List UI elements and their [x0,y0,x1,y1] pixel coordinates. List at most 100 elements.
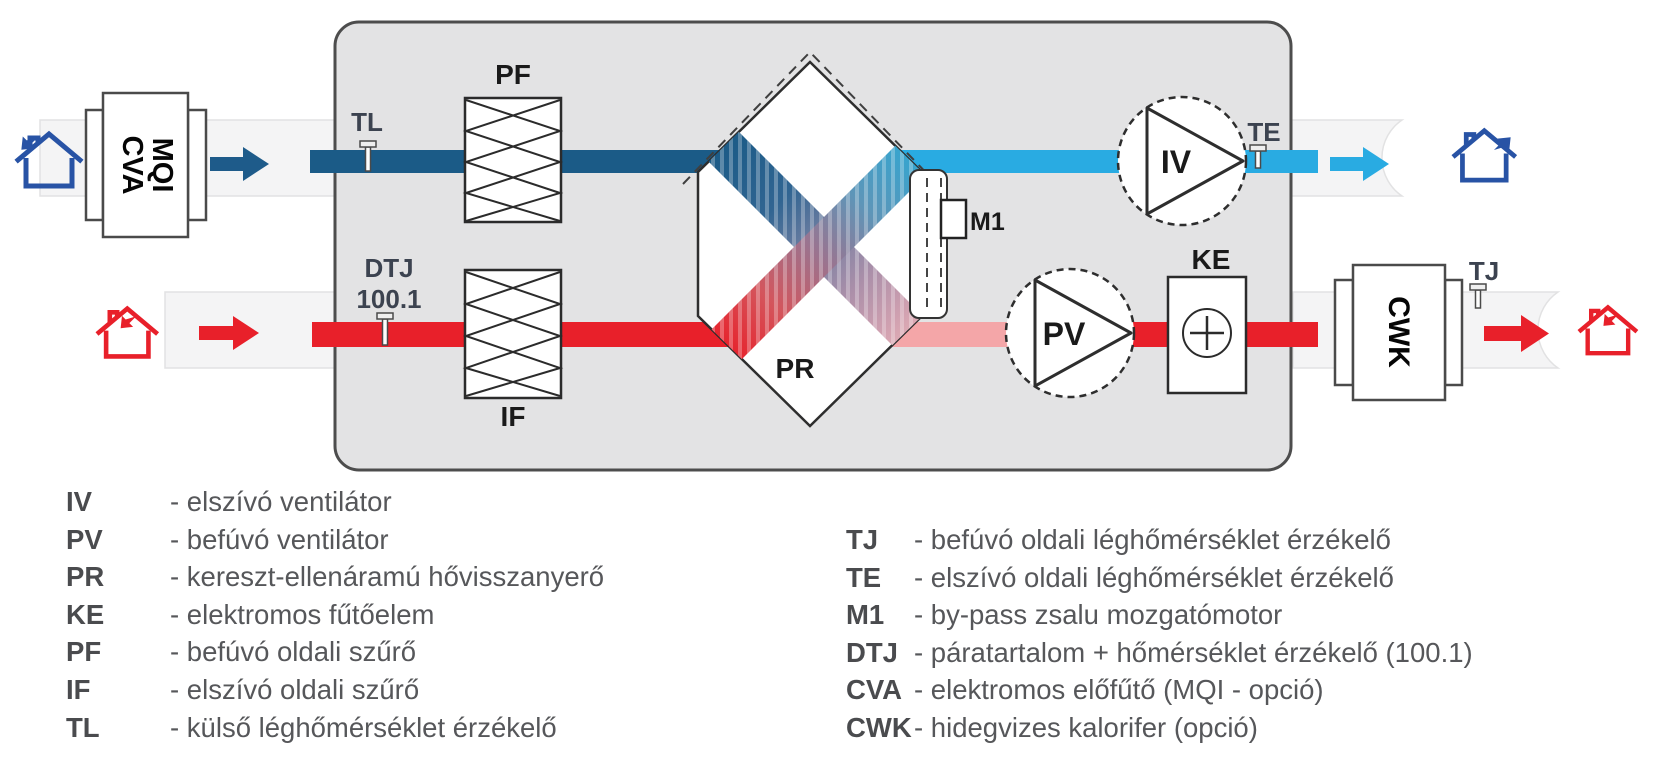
exhaust-temp-sensor-te: TE [1247,117,1281,169]
sensor-stem [1474,289,1482,309]
filter-zigzag [462,99,564,222]
label-m1: M1 [970,208,1005,236]
supply-fan-pv: PV [1004,267,1136,399]
legend-left-column: IV - elszívó ventilátor PV - befúvó ventil… [66,483,604,746]
legend-key: M1 [846,599,885,631]
exhaust-air-arrow [1330,147,1389,181]
legend-row: KE - elektromos fűtőelem [66,596,604,634]
legend-key: PR [66,561,105,593]
legend-key: PF [66,636,102,668]
legend-key: CVA [846,674,903,706]
humidity-temp-sensor-dtj: DTJ 100.1 [356,253,422,346]
legend-row: PF - befúvó oldali szűrő [66,633,604,671]
legend-row: TL - külső léghőmérséklet érzékelő [66,709,604,747]
legend-row: IV - elszívó ventilátor [66,483,604,521]
fresh-air-arrow [210,147,269,181]
legend-row: CWK- hidegvizes kalorifer (opció) [846,709,1473,747]
legend-row: IF - elszívó oldali szűrő [66,671,604,709]
legend-row: DTJ - páratartalom + hőmérséklet érzékelő… [846,634,1473,672]
label-if: IF [501,401,526,432]
label-mqi: MQI [146,138,178,193]
flow-arrows [199,147,1549,352]
sensor-cap [359,140,377,148]
legend-key: IV [66,486,92,517]
exhaust-fan-iv: IV [1116,95,1248,227]
legend-row: TJ - befúvó oldali léghőmérséklet érzékel… [846,521,1473,559]
indoor-extract-house [99,309,156,357]
electric-heater-ke: KE [1166,244,1248,395]
legend-desc: - elszívó ventilátor [170,486,392,517]
filter-zigzag [462,99,564,222]
label-tl: TL [351,107,383,137]
sensor-stem [381,318,389,346]
outdoor-exhaust-house [1455,131,1517,180]
legend-key: TJ [846,524,879,555]
legend-row: PV - befúvó ventilátor [66,521,604,559]
flange [84,108,105,222]
legend-key: KE [66,598,105,630]
label-dtj-number: 100.1 [356,284,421,314]
heat-exchanger: M1 PR [682,50,1005,428]
supply-filter-pf: PF [462,59,564,224]
flange [1333,278,1355,387]
legend-row: CVA - elektromos előfűtő (MQI - opció) [846,671,1473,709]
label-pf: PF [495,59,531,90]
sensor-cap [376,312,394,320]
exhaust-air-duct [888,150,1318,173]
sensor-cap [1469,283,1487,291]
sensor-stem [1254,150,1262,169]
exchanger-flows [707,130,922,364]
bypass-channel [909,169,948,319]
label-iv: IV [1161,144,1192,180]
sensor-cap [1249,144,1267,152]
label-dtj: DTJ [364,253,413,283]
extract-filter-if: IF [462,268,564,432]
filter-zigzag [462,271,564,397]
legend-desc: - kereszt-ellenáramú hővisszanyerő [170,561,605,593]
flange [186,108,208,222]
label-pr: PR [776,353,815,384]
filter-zigzag [462,271,564,397]
bypass-motor [939,198,968,240]
legend-desc: - hidegvizes kalorifer (opció) [914,711,1258,743]
label-cva: CVA [116,135,148,194]
legend-row: TE - elszívó oldali léghőmérséklet érzéke… [846,559,1473,597]
legend-row: M1 - by-pass zsalu mozgatómotor [846,596,1473,634]
label-pv: PV [1043,316,1086,352]
label-tj: TJ [1469,256,1499,286]
outdoor-temp-sensor-tl: TL [351,107,383,172]
legend-desc: - elszívó oldali léghőmérséklet érzékelő [914,561,1394,593]
supply-air-arrow [1484,315,1549,352]
preheater-cva: CVA MQI [84,91,208,239]
legend-desc: - elektromos előfűtő (MQI - opció) [914,674,1324,706]
legend-desc: - befúvó ventilátor [170,523,389,555]
cooling-coil-cwk: CWK [1333,263,1464,402]
sensor-stem [364,146,372,172]
extract-air-arrow [199,316,259,350]
legend-key: TE [846,561,882,593]
legend-row: PR - kereszt-ellenáramú hővisszanyerő [66,558,604,596]
legend-key: IF [66,673,91,705]
legend-desc: - by-pass zsalu mozgatómotor [914,599,1283,631]
label-cwk: CWK [1382,296,1415,368]
legend-key: CWK [846,711,912,743]
label-ke: KE [1192,244,1231,275]
supply-temp-sensor-tj: TJ [1469,256,1499,309]
legend-desc: - elszívó oldali szűrő [170,673,420,705]
hrv-unit-schematic: M1 PR PF IF TL DTJ 100.1 IV TE [15,20,1660,472]
legend-key: TL [66,711,100,743]
fan-impeller [1033,278,1133,388]
fan-impeller [1145,106,1245,216]
legend-desc: - befúvó oldali szűrő [170,636,417,668]
legend-right-column: TJ - befúvó oldali léghőmérséklet érzékel… [846,521,1473,747]
legend-desc: - páratartalom + hőmérséklet érzékelő (1… [914,636,1473,668]
legend-key: PV [66,523,103,555]
schematic-svg: M1 PR PF IF TL DTJ 100.1 IV TE [15,20,1660,472]
label-te: TE [1247,117,1280,147]
legend-desc: - befúvó oldali léghőmérséklet érzékelő [914,524,1391,555]
flange [1443,278,1464,387]
legend-desc: - külső léghőmérséklet érzékelő [170,711,557,743]
legend-key: DTJ [846,636,898,668]
indoor-supply-house [1581,307,1636,353]
legend-desc: - elektromos fűtőelem [170,598,435,630]
